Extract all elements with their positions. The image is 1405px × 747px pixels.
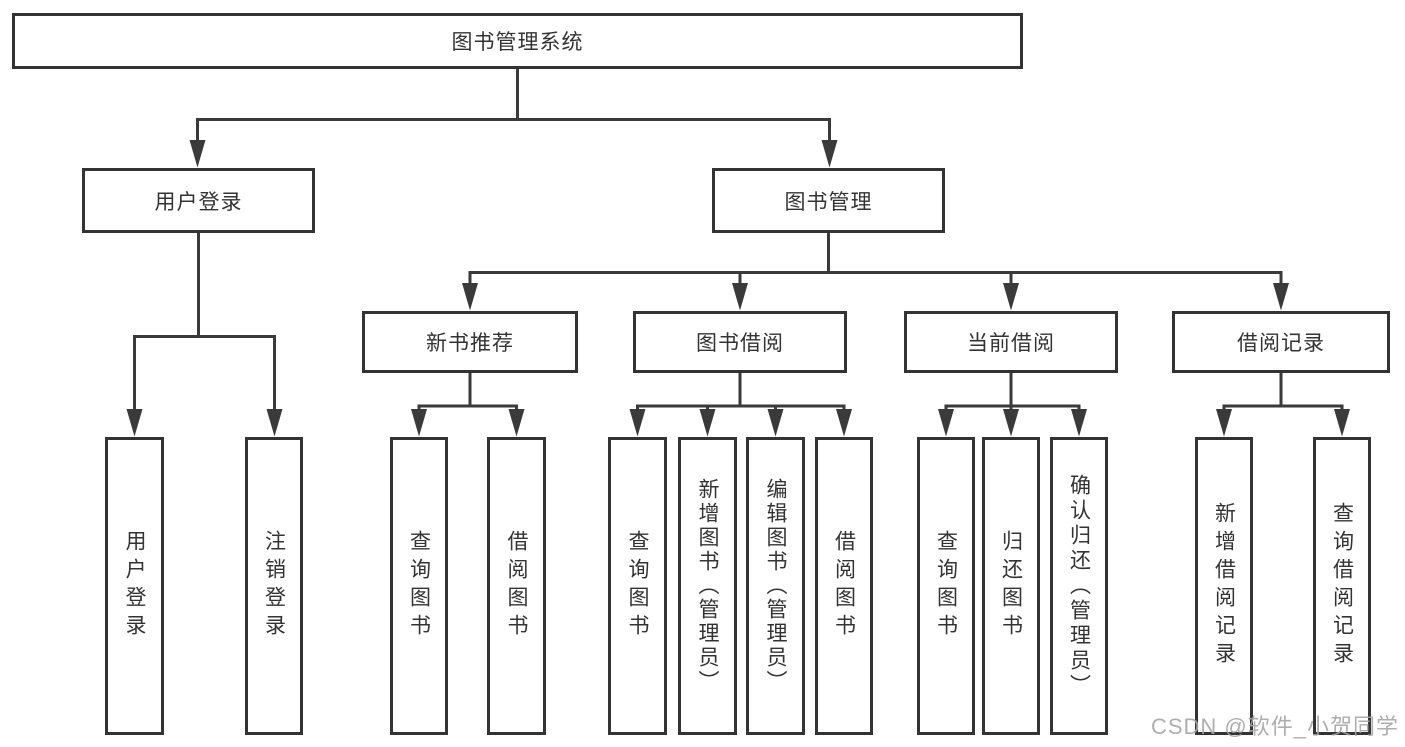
- node-leaf-logout: 注销登录: [245, 437, 303, 735]
- node-label: 新书推荐: [426, 332, 514, 355]
- node-label: 新增图书（管理员）: [696, 478, 719, 694]
- node-leaf-borrow-books-1: 借阅图书: [487, 437, 546, 735]
- node-label: 用户登录: [154, 190, 243, 214]
- node-label: 用户登录: [123, 530, 146, 642]
- node-book-borrow: 图书借阅: [633, 311, 847, 373]
- node-label: 借阅图书: [505, 530, 528, 642]
- node-label: 当前借阅: [967, 332, 1055, 355]
- node-leaf-borrow-books-2: 借阅图书: [815, 437, 873, 735]
- connectors-user-login-to-leaves: [126, 232, 283, 437]
- node-leaf-edit-books-admin: 编辑图书（管理员）: [746, 437, 805, 735]
- node-user-login: 用户登录: [82, 168, 315, 233]
- connectors-current-borrow-to-leaves: [938, 373, 1087, 437]
- node-label: 借阅记录: [1237, 332, 1325, 355]
- node-label: 新增借阅记录: [1212, 502, 1236, 670]
- connectors-book-borrow-to-leaves: [629, 373, 852, 437]
- node-label: 查询图书: [626, 530, 649, 642]
- node-leaf-add-borrow-record: 新增借阅记录: [1195, 437, 1253, 735]
- node-book-management: 图书管理: [712, 168, 945, 233]
- node-root-label: 图书管理系统: [451, 31, 584, 54]
- node-label: 编辑图书（管理员）: [764, 478, 787, 694]
- node-leaf-user-login: 用户登录: [105, 437, 164, 735]
- connectors-root-to-level2: [189, 68, 838, 168]
- connectors-book-management-to-level3: [462, 233, 1289, 311]
- node-leaf-query-books-1: 查询图书: [390, 437, 448, 735]
- connectors-borrow-records-to-leaves: [1216, 373, 1350, 437]
- node-leaf-confirm-return-admin: 确认归还（管理员）: [1050, 437, 1108, 735]
- node-root-system: 图书管理系统: [12, 13, 1023, 69]
- node-leaf-add-books-admin: 新增图书（管理员）: [678, 437, 737, 735]
- node-label: 确认归还（管理员）: [1067, 473, 1091, 699]
- node-leaf-query-books-3: 查询图书: [917, 437, 975, 735]
- node-new-book-recommend: 新书推荐: [362, 311, 578, 373]
- node-label: 图书借阅: [696, 332, 784, 355]
- node-label: 借阅图书: [832, 530, 856, 642]
- node-borrow-records: 借阅记录: [1172, 311, 1390, 373]
- watermark: CSDN @软件_小贺同学: [1150, 714, 1399, 739]
- node-leaf-return-books: 归还图书: [982, 437, 1040, 735]
- node-label: 归还图书: [999, 530, 1023, 642]
- node-leaf-query-borrow-record: 查询借阅记录: [1313, 437, 1371, 735]
- node-label: 图书管理: [784, 190, 873, 214]
- node-label: 查询图书: [934, 530, 958, 642]
- node-label: 查询借阅记录: [1330, 502, 1354, 670]
- node-label: 注销登录: [262, 530, 286, 642]
- node-leaf-query-books-2: 查询图书: [608, 437, 667, 735]
- node-label: 查询图书: [407, 530, 431, 642]
- node-current-borrow: 当前借阅: [904, 311, 1118, 373]
- connectors-new-book-recommend-to-leaves: [411, 373, 525, 437]
